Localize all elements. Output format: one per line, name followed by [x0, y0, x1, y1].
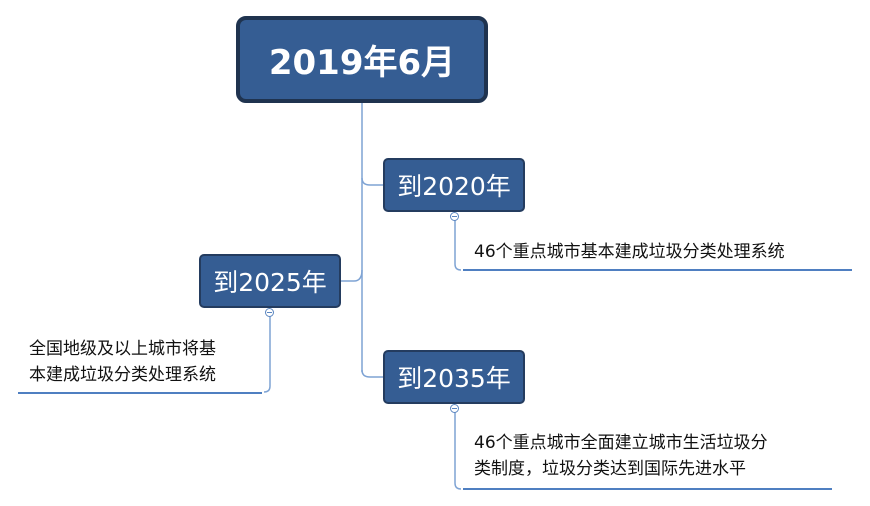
branch-node-2020[interactable]: 到2020年 — [383, 158, 525, 212]
leaf-text-2020: 46个重点城市基本建成垃圾分类处理系统 — [474, 239, 854, 265]
connector-2025 — [341, 269, 363, 282]
root-node[interactable]: 2019年6月 — [236, 16, 488, 103]
leaf-line: 46个重点城市基本建成垃圾分类处理系统 — [474, 242, 785, 262]
leaf-connector-2025 — [263, 312, 271, 393]
leaf-text-2035: 46个重点城市全面建立城市生活垃圾分 类制度，垃圾分类达到国际先进水平 — [474, 430, 824, 482]
leaf-line: 全国地级及以上城市将基 — [29, 339, 216, 359]
connector-2020 — [361, 177, 383, 186]
branch-label-2025: 到2025年 — [213, 268, 327, 297]
leaf-connector-2035 — [454, 408, 462, 490]
collapse-icon[interactable] — [450, 212, 459, 221]
root-label: 2019年6月 — [268, 43, 456, 83]
leaf-text-2025: 全国地级及以上城市将基 本建成垃圾分类处理系统 — [29, 336, 261, 388]
branch-node-2035[interactable]: 到2035年 — [383, 350, 525, 404]
leaf-line: 46个重点城市全面建立城市生活垃圾分 — [474, 433, 768, 453]
branch-label-2020: 到2020年 — [397, 172, 511, 201]
leaf-line: 类制度，垃圾分类达到国际先进水平 — [474, 459, 746, 479]
collapse-icon[interactable] — [265, 308, 274, 317]
branch-label-2035: 到2035年 — [397, 364, 511, 393]
leaf-line: 本建成垃圾分类处理系统 — [29, 365, 216, 385]
collapse-icon[interactable] — [450, 404, 459, 413]
branch-node-2025[interactable]: 到2025年 — [199, 254, 341, 308]
leaf-connector-2020 — [454, 216, 462, 271]
connector-2035 — [361, 369, 383, 378]
